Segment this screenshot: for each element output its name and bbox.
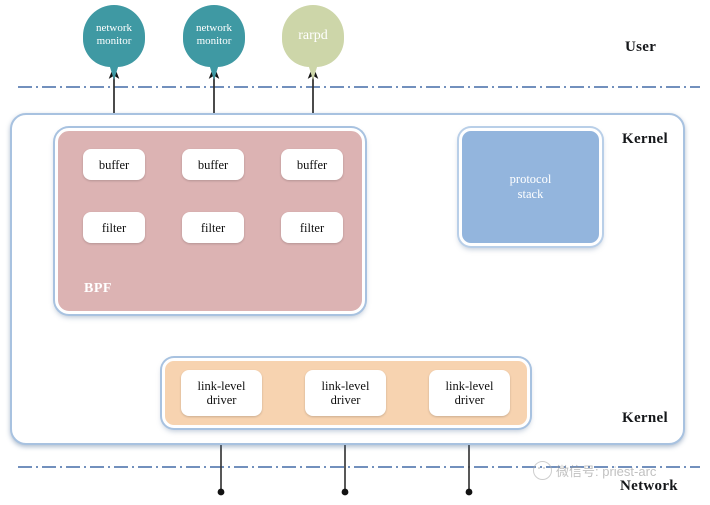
- app-2-line2: monitor: [196, 35, 232, 47]
- buffer-label-2: buffer: [197, 157, 229, 172]
- buffer-box-3: buffer: [281, 149, 343, 180]
- dot-network2: [341, 488, 349, 496]
- dot-network3: [465, 488, 473, 496]
- app-balloon-label-3: rarpd: [298, 27, 328, 43]
- buffer-box-1: buffer: [83, 149, 145, 180]
- app-2-line1: network: [195, 22, 233, 34]
- filter-box-3: filter: [281, 212, 343, 243]
- driver-2-line1: link-level: [321, 379, 370, 393]
- dot-network1: [217, 488, 225, 496]
- layer-label-user: User: [625, 39, 657, 55]
- driver-2-line2: driver: [330, 393, 361, 407]
- wechat-icon: [533, 461, 552, 480]
- filter-label-1: filter: [101, 220, 127, 235]
- driver-3-line2: driver: [454, 393, 485, 407]
- app-1-line1: network: [95, 22, 133, 34]
- app-1-line2: monitor: [96, 35, 132, 47]
- filter-box-1: filter: [83, 212, 145, 243]
- driver-1-line2: driver: [206, 393, 237, 407]
- filter-label-3: filter: [299, 220, 325, 235]
- layer-label-kernel-top: Kernel: [622, 131, 668, 147]
- driver-1-line1: link-level: [197, 379, 246, 393]
- layer-label-kernel-bottom: Kernel: [622, 410, 668, 426]
- layer-label-network: Network: [620, 478, 678, 494]
- app-balloon-rarpd: rarpd: [282, 5, 344, 80]
- watermark: 微信号: priest-arc: [533, 461, 656, 480]
- balloon-tail-3: [308, 64, 318, 80]
- buffer-label-3: buffer: [296, 157, 328, 172]
- balloon-tail-1: [109, 64, 119, 80]
- balloon-tail-2: [209, 64, 219, 80]
- filter-box-2: filter: [182, 212, 244, 243]
- driver-3-line1: link-level: [445, 379, 494, 393]
- bpf-label: BPF: [84, 281, 112, 296]
- watermark-text: 微信号: priest-arc: [556, 464, 657, 479]
- protocol-stack-label-line2: stack: [517, 187, 544, 201]
- buffer-label-1: buffer: [98, 157, 130, 172]
- buffer-box-2: buffer: [182, 149, 244, 180]
- protocol-stack-label-line1: protocol: [509, 172, 552, 186]
- filter-label-2: filter: [200, 220, 226, 235]
